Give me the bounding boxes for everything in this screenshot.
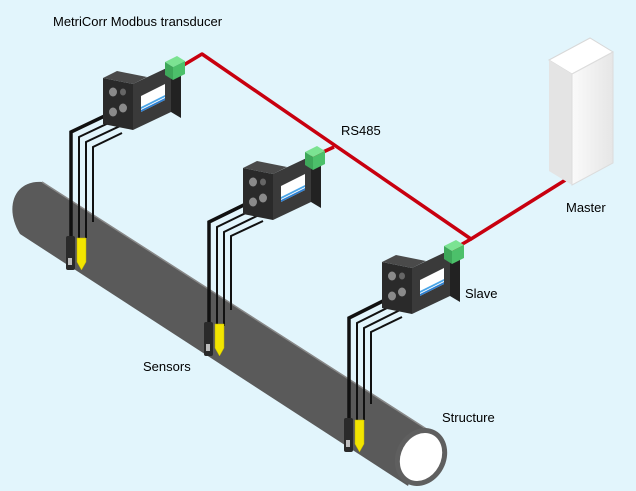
sensors-label: Sensors — [143, 359, 191, 374]
rs485-label: RS485 — [341, 123, 381, 138]
master-server-icon — [547, 37, 615, 186]
transducer-box-icon — [382, 240, 464, 314]
slave-label: Slave — [465, 286, 498, 301]
rs485-bus — [181, 52, 568, 252]
transducer-label: MetriCorr Modbus transducer — [53, 14, 223, 29]
transducer-box-icon — [243, 146, 325, 220]
structure-label: Structure — [442, 410, 495, 425]
transducer-box-icon — [103, 56, 185, 130]
master-label: Master — [566, 200, 606, 215]
